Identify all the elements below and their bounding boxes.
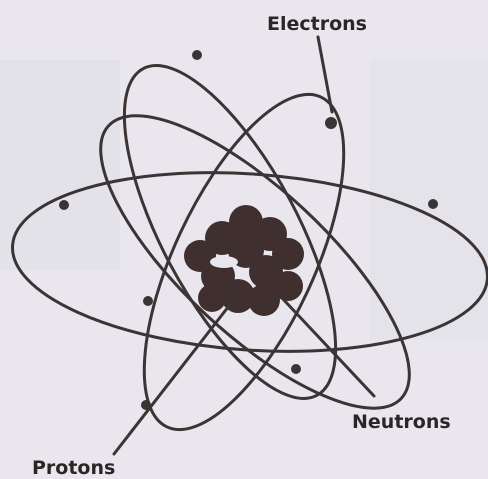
- electrons-leader-line: [316, 35, 334, 114]
- neutrons-label: Neutrons: [352, 411, 451, 433]
- protons-label: Protons: [32, 457, 115, 479]
- leader-lines: [112, 35, 376, 456]
- nucleus: [184, 205, 304, 316]
- electron: [59, 200, 69, 210]
- orbit-steep-right: [142, 92, 346, 432]
- electron: [428, 199, 438, 209]
- electron: [325, 117, 337, 129]
- orbit-tilted: [99, 114, 411, 410]
- orbit-horizontal: [11, 171, 488, 353]
- orbits: [11, 64, 488, 432]
- electron: [291, 364, 301, 374]
- background-shading: [0, 60, 488, 340]
- neutrons-leader-line: [280, 296, 376, 398]
- orbit-steep-left: [122, 64, 338, 400]
- electron: [143, 296, 153, 306]
- protons-leader-line: [112, 300, 234, 456]
- electrons-label: Electrons: [267, 13, 367, 35]
- nucleus-highlight: [210, 256, 238, 268]
- electron: [192, 50, 202, 60]
